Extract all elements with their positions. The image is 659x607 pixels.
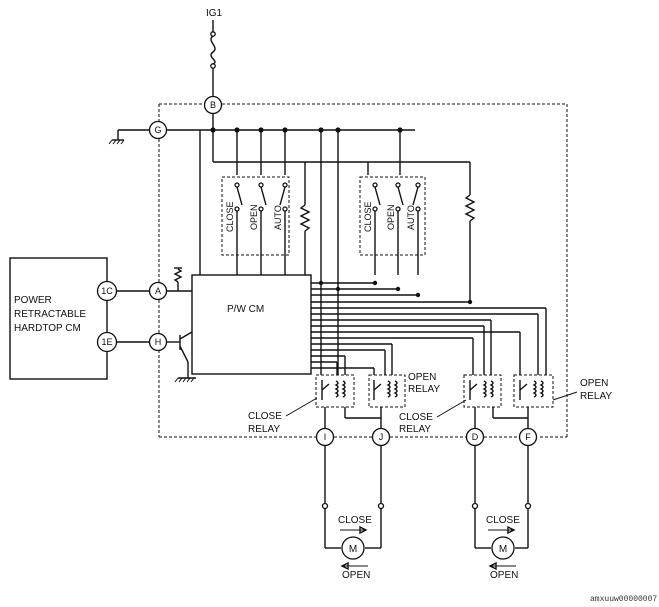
connector-f xyxy=(518,427,538,447)
motor-circuit-left: M CLOSE OPEN xyxy=(321,446,385,581)
hardtop-cm-label-2: RETRACTABLE xyxy=(14,309,86,320)
connector-g-label: G xyxy=(154,125,161,135)
terminal-1c xyxy=(96,280,118,302)
hardtop-cm-box xyxy=(9,257,108,380)
motor-right-open-label: OPEN xyxy=(490,570,518,581)
pw-cm: P/W CM xyxy=(191,274,312,375)
pw-cm-output-wires xyxy=(311,280,547,375)
fuse-terminal-top xyxy=(210,31,216,37)
output-connectors: I J D F xyxy=(315,427,538,447)
relay-open-right-label-2: RELAY xyxy=(580,391,612,402)
switch-open-right: OPEN xyxy=(386,182,404,275)
connector-g xyxy=(148,120,168,140)
cm-links: A H xyxy=(117,267,196,383)
relay-close-right-label-2: RELAY xyxy=(399,424,431,435)
hardtop-cm: POWER RETRACTABLE HARDTOP CM 1C 1E xyxy=(9,257,118,380)
fuse-icon xyxy=(210,35,216,65)
relay-open-right: OPEN RELAY xyxy=(513,374,612,428)
switch-close-right: CLOSE xyxy=(363,182,381,275)
right-switch-feed xyxy=(213,161,471,205)
switch-auto-right: AUTO xyxy=(406,182,421,275)
relay-close-right: CLOSE RELAY xyxy=(399,374,528,435)
ig1-power-feed: IG1 xyxy=(206,8,223,96)
resistor-left xyxy=(299,204,311,275)
resistor-right xyxy=(464,194,476,302)
connector-a-label: A xyxy=(155,286,161,296)
relay-open-left-label-2: RELAY xyxy=(408,384,440,395)
relay-open-left-label-1: OPEN xyxy=(408,372,436,383)
pw-area-boundary xyxy=(158,103,568,438)
pw-cm-label: P/W CM xyxy=(227,304,264,315)
motor-left-close-label: CLOSE xyxy=(338,515,372,526)
connector-h-label: H xyxy=(155,337,162,347)
connector-b xyxy=(203,95,223,115)
svg-text:OPEN: OPEN xyxy=(249,204,259,230)
pw-cm-box xyxy=(191,274,312,375)
connector-f-label: F xyxy=(525,432,531,442)
right-switch-block: CLOSE OPEN AUTO xyxy=(359,176,426,275)
switch-auto-left: AUTO xyxy=(273,182,288,275)
svg-text:AUTO: AUTO xyxy=(406,205,416,230)
relay-close-left-label-2: RELAY xyxy=(248,424,280,435)
svg-text:AUTO: AUTO xyxy=(273,205,283,230)
relay-close-left: CLOSE RELAY xyxy=(248,374,381,435)
terminal-1e-label: 1E xyxy=(101,337,112,347)
terminal-1c-label: 1C xyxy=(101,286,113,296)
relay-close-left-label-1: CLOSE xyxy=(248,411,282,422)
figure-code: amxuuw00000007 xyxy=(590,595,657,604)
motor-circuit-right: M CLOSE OPEN xyxy=(471,446,532,581)
terminal-1e xyxy=(96,331,118,353)
motor-right-close-label: CLOSE xyxy=(486,515,520,526)
connector-i-label: I xyxy=(324,432,327,442)
connector-d-label: D xyxy=(472,432,479,442)
connector-d xyxy=(465,427,485,447)
motor-left xyxy=(341,536,365,560)
connector-b-label: B xyxy=(210,100,216,110)
svg-text:OPEN: OPEN xyxy=(386,204,396,230)
hardtop-cm-label-3: HARDTOP CM xyxy=(14,323,81,334)
motor-left-open-label: OPEN xyxy=(342,570,370,581)
switch-open-left: OPEN xyxy=(249,182,267,275)
connector-h xyxy=(148,332,168,352)
connector-a xyxy=(148,281,168,301)
connector-j xyxy=(371,427,391,447)
power-bus: B xyxy=(199,95,415,375)
left-switch-block: CLOSE OPEN AUTO xyxy=(221,176,290,275)
svg-text:CLOSE: CLOSE xyxy=(363,201,373,232)
ground-g: G xyxy=(108,120,200,145)
motor-right-symbol: M xyxy=(499,544,507,555)
switch-close-left: CLOSE xyxy=(225,182,243,275)
relay-open-left: OPEN RELAY xyxy=(368,372,440,428)
connector-j-label: J xyxy=(379,432,384,442)
motor-right xyxy=(491,536,515,560)
relay-close-right-label-1: CLOSE xyxy=(399,412,433,423)
motor-left-symbol: M xyxy=(349,544,357,555)
svg-text:CLOSE: CLOSE xyxy=(225,201,235,232)
relay-open-right-label-1: OPEN xyxy=(580,378,608,389)
hardtop-cm-label-1: POWER xyxy=(14,295,52,306)
connector-i xyxy=(315,427,335,447)
fuse-terminal-bottom xyxy=(210,63,216,69)
ig1-label: IG1 xyxy=(206,8,223,19)
